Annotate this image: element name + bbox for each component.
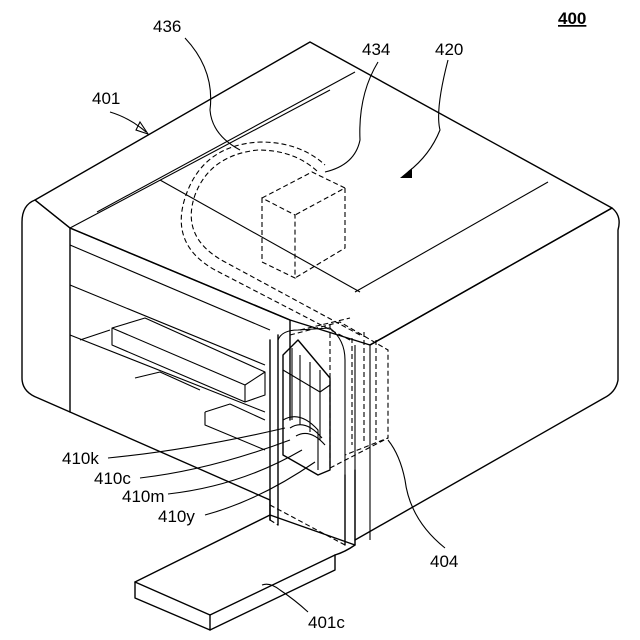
leader-401c [262,584,308,612]
front-base [70,412,270,520]
leader-410m [168,450,302,494]
top-seam-left [70,90,330,228]
top-seam-right-2 [355,182,548,292]
leader-410k [108,428,285,458]
label-410y: 410y [158,507,195,526]
front-strip [70,245,270,330]
tray-upper [112,318,265,402]
label-410m: 410m [122,487,165,506]
leader-434 [325,62,378,172]
label-401c: 401c [308,613,345,632]
label-420: 420 [435,40,463,59]
output-tray-hidden [270,520,278,525]
tray-lower-d [205,412,265,450]
output-tray-front [135,582,210,630]
leader-420-arrow [400,168,412,178]
tray-upper-top [245,372,265,385]
leader-420 [408,60,448,172]
top-seam-right [160,180,360,292]
cartridge-curve-2 [290,425,322,438]
label-404: 404 [430,552,458,571]
cartridge-curve-3 [296,433,325,445]
carriage-top [262,172,345,215]
label-410c: 410c [94,469,131,488]
tray-lower-b [135,372,200,390]
output-tray-top [135,515,355,615]
supply-box-1 [290,322,388,455]
leader-436 [185,38,240,150]
labels: 400 401 436 434 420 404 401c 410k 410c 4… [62,9,586,632]
supply-box-bottom [330,438,388,468]
door-hidden-bottom [270,505,345,545]
slot-lower [70,335,265,412]
housing-right-face [355,208,619,540]
label-436: 436 [153,17,181,36]
tray-upper-edge [112,328,245,402]
carriage-front [262,198,295,278]
tray-lower-a [80,330,110,340]
tray-lower-c [205,404,265,420]
housing-left-panel [22,200,70,412]
leader-410c [140,440,290,478]
leader-410y [205,462,315,515]
housing-top-face [35,42,612,345]
label-434: 434 [362,40,390,59]
label-401: 401 [92,89,120,108]
figure-number-label: 400 [558,9,586,28]
label-410k: 410k [62,449,99,468]
